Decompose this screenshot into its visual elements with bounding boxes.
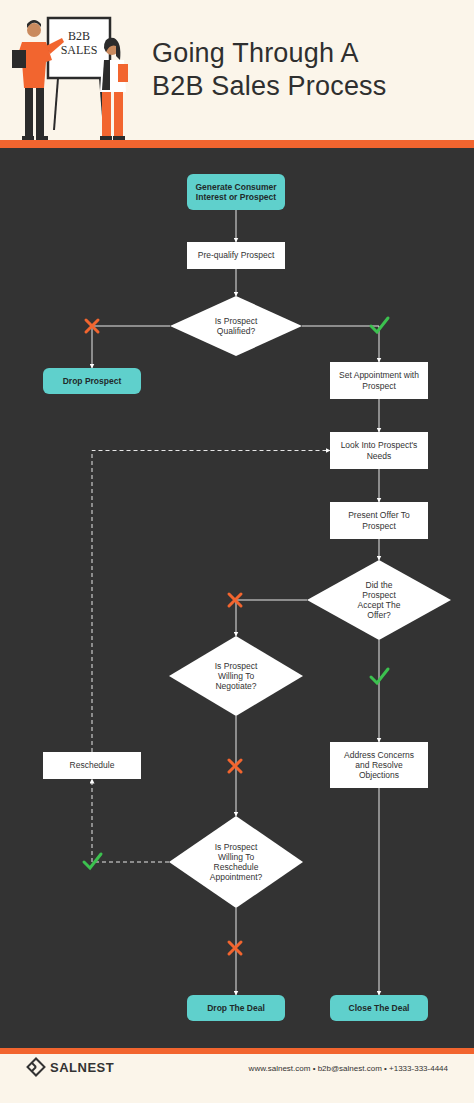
accent-stripe	[0, 140, 474, 148]
brand-name: SALNEST	[50, 1060, 140, 1075]
page-title: Going Through A B2B Sales Process	[152, 37, 397, 103]
board-text: B2B SALES	[50, 30, 108, 58]
process-box: Look Into Prospect's Needs	[330, 432, 428, 469]
flow-connector	[236, 600, 307, 636]
diamond-shape	[307, 560, 451, 640]
flow-connector	[379, 469, 380, 502]
dashed-connector	[92, 451, 330, 753]
node-label: Is Prospect Qualified?	[204, 316, 268, 336]
node-label: Is Prospect Willing To Reschedule Appoin…	[207, 842, 265, 883]
terminal-box: Close The Deal	[330, 995, 428, 1021]
diagram-panel	[0, 148, 474, 1048]
flow-connector	[236, 210, 237, 242]
node-label: Close The Deal	[334, 1003, 424, 1013]
node-label: Drop The Deal	[191, 1003, 281, 1013]
node-label: Did the Prospect Accept The Offer?	[351, 580, 407, 621]
diamond-shape	[170, 296, 302, 356]
flow-connector	[379, 539, 380, 560]
flow-connector	[302, 326, 379, 362]
node-label: Drop Prospect	[47, 376, 137, 386]
node-label: Address Concerns and Resolve Objections	[339, 750, 419, 781]
process-box: Set Appointment with Prospect	[330, 362, 428, 399]
flow-connector	[379, 640, 380, 742]
footer-band	[0, 1054, 474, 1103]
node-label: Generate Consumer Interest or Prospect	[191, 182, 281, 202]
flow-connector	[236, 269, 237, 296]
process-box: Address Concerns and Resolve Objections	[330, 742, 428, 788]
sales-illustration	[12, 18, 128, 140]
logo-icon	[28, 1059, 45, 1076]
node-label: Set Appointment with Prospect	[339, 370, 419, 390]
diamond-shape	[169, 816, 303, 908]
flow-connector	[379, 788, 380, 995]
diamond-shape	[169, 636, 303, 716]
accent-stripe	[0, 1048, 474, 1054]
process-box: Pre-qualify Prospect	[187, 242, 285, 269]
node-label: Pre-qualify Prospect	[191, 250, 281, 260]
terminal-box: Generate Consumer Interest or Prospect	[187, 174, 285, 210]
flow-connector	[92, 326, 170, 368]
dashed-connector	[92, 779, 169, 862]
terminal-box: Drop Prospect	[43, 368, 141, 394]
process-box: Reschedule	[43, 752, 141, 779]
node-label: Is Prospect Willing To Negotiate?	[205, 661, 267, 692]
node-label: Reschedule	[47, 760, 137, 770]
header-band	[0, 0, 474, 140]
decision-diamond: Is Prospect Willing To Negotiate?	[169, 636, 303, 716]
node-label: Look Into Prospect's Needs	[339, 440, 419, 460]
decision-diamond: Did the Prospect Accept The Offer?	[307, 560, 451, 640]
contact-info: www.salnest.com • b2b@salnest.com • +133…	[196, 1064, 448, 1073]
terminal-box: Drop The Deal	[187, 995, 285, 1021]
process-box: Present Offer To Prospect	[330, 502, 428, 539]
decision-markers	[84, 318, 388, 954]
node-label: Present Offer To Prospect	[339, 510, 419, 530]
decision-diamond: Is Prospect Willing To Reschedule Appoin…	[169, 816, 303, 908]
flow-connector	[236, 908, 237, 995]
flow-connector	[379, 399, 380, 432]
decision-diamond: Is Prospect Qualified?	[170, 296, 302, 356]
